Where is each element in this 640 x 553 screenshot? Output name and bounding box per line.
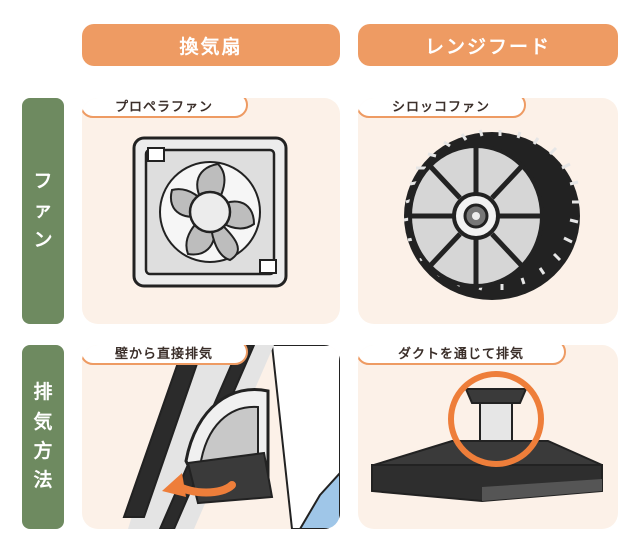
row-label-char: 法 [33,469,53,492]
row-label-char: 気 [33,410,53,433]
tag-sirocco-fan: シロッコファン [358,98,526,118]
tag-duct-exhaust: ダクトを通じて排気 [358,345,566,365]
propeller-fan-illustration [132,136,288,288]
cell-propeller-fan: プロペラファン [82,98,340,324]
duct-exhaust-illustration [371,371,603,503]
tag-propeller-fan: プロペラファン [82,98,248,118]
cell-sirocco-fan: シロッコファン [358,98,618,324]
row-label-char: ン [33,228,53,251]
cell-wall-exhaust: 壁から直接排気 [82,345,340,529]
row-label-fan: フ ァ ン [22,98,64,324]
row-label-char: 排 [33,381,53,404]
wall-exhaust-illustration [122,345,340,529]
row-label-exhaust-method: 排 気 方 法 [22,345,64,529]
cell-duct-exhaust: ダクトを通じて排気 [358,345,618,529]
column-header-kankisen: 換気扇 [82,24,340,66]
row-label-char: 方 [33,440,53,462]
column-header-range-hood: レンジフード [358,24,618,66]
sirocco-fan-illustration [403,129,580,300]
row-label-char: フ [33,169,53,192]
row-label-char: ァ [33,199,53,222]
tag-wall-exhaust: 壁から直接排気 [82,345,248,365]
